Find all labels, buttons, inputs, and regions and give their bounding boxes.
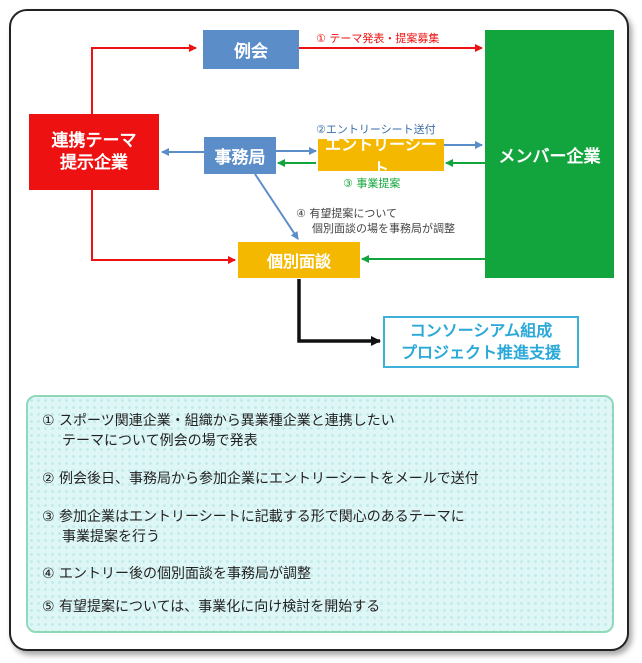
note-3-line2: 事業提案を行う (62, 529, 160, 545)
note-1-line2: テーマについて例会の場で発表 (62, 433, 258, 449)
notes-panel: ① スポーツ関連企業・組織から異業種企業と連携したい テーマについて例会の場で発… (26, 395, 614, 633)
node-consortium-line2: プロジェクト推進支援 (400, 343, 561, 362)
note-3: ③ 参加企業はエントリーシートに記載する形で関心のあるテーマに 事業提案を行う (42, 507, 465, 547)
arrow-teian-to-kobetsu (91, 190, 236, 264)
node-entry-sheet: エントリーシート (318, 135, 444, 178)
node-teian-kigyo-line1: 連携テーマ (51, 130, 137, 151)
label-step3: ③ 事業提案 (343, 177, 401, 190)
node-member-kigyo: メンバー企業 (485, 30, 614, 278)
label-step4: ④ 有望提案について 個別面談の場を事務局が調整 (296, 207, 455, 237)
note-3-line1: ③ 参加企業はエントリーシートに記載する形で関心のあるテーマに (42, 509, 465, 525)
node-consortium-line1: コンソーシアム組成 (409, 321, 553, 341)
label-step2: ②エントリーシート送付 (316, 123, 436, 136)
note-5: ⑤ 有望提案については、事業化に向け検討を開始する (42, 597, 380, 617)
note-2: ② 例会後日、事務局から参加企業にエントリーシートをメールで送付 (42, 469, 479, 489)
node-jimukyoku: 事務局 (204, 137, 276, 174)
node-consortium: コンソーシアム組成 プロジェクト推進支援 (383, 316, 579, 368)
node-kobetsu-mendan: 個別面談 (238, 242, 360, 278)
arrow-jimukyoku-to-kobetsu (254, 173, 299, 240)
arrow-kobetsu-to-consortium (297, 279, 381, 346)
label-step4-line1: ④ 有望提案について (296, 207, 398, 220)
note-4-line1: ④ エントリー後の個別面談を事務局が調整 (42, 566, 311, 582)
note-1: ① スポーツ関連企業・組織から異業種企業と連携したい テーマについて例会の場で発… (42, 411, 395, 451)
node-teian-kigyo-line2: 提示企業 (60, 153, 128, 173)
node-teian-kigyo: 連携テーマ 提示企業 (29, 114, 159, 190)
label-step4-line2: 個別面談の場を事務局が調整 (312, 221, 455, 235)
note-1-line1: ① スポーツ関連企業・組織から異業種企業と連携したい (42, 413, 395, 429)
label-step1: ① テーマ発表・提案募集 (316, 32, 440, 45)
arrow-teian-to-reikai (91, 44, 197, 114)
note-4: ④ エントリー後の個別面談を事務局が調整 (42, 564, 311, 584)
note-5-line1: ⑤ 有望提案については、事業化に向け検討を開始する (42, 599, 381, 615)
note-2-line1: ② 例会後日、事務局から参加企業にエントリーシートをメールで送付 (42, 471, 479, 487)
node-reikai: 例会 (203, 30, 299, 69)
